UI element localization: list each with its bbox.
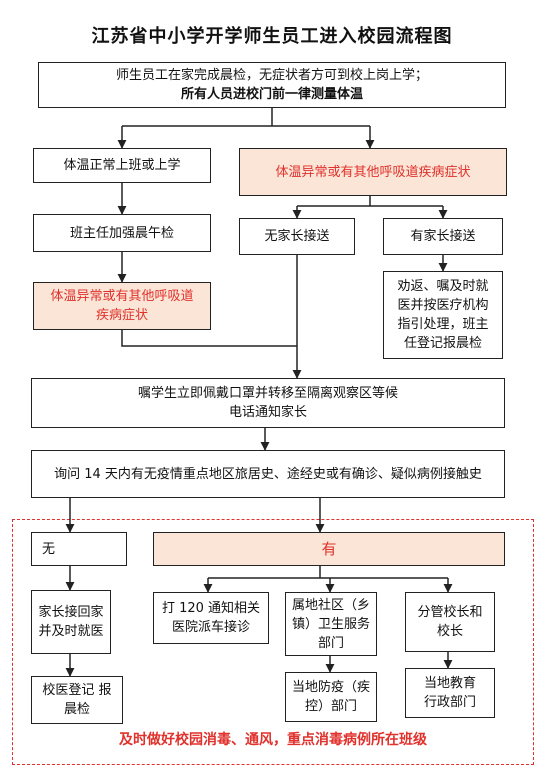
teacher-check-box: 班主任加强晨午检 [33,214,211,252]
has-parent-text: 有家长接送 [410,229,476,244]
has-parent-box: 有家长接送 [383,218,503,255]
teacher-check-text: 班主任加强晨午检 [69,225,174,241]
isolate-line-1: 嘱学生立即佩戴口罩并转移至隔离观察区等候 [137,386,398,401]
abnormal-temp-text: 体温异常或有其他呼吸道疾病症状 [275,164,471,180]
inquiry-text: 询问 14 天内有无疫情重点地区旅居史、途经史或有确诊、疑似病例接触史 [54,466,482,482]
advise-line-2: 医并按医疗机构 [397,298,489,313]
abnormal-temp2-box: 体温异常或有其他呼吸道 疾病症状 [33,282,211,330]
call120-box: 打 120 通知相关 医院派车接诊 [153,592,269,644]
community-line-3: 部门 [317,635,344,651]
advise-box: 劝返、嘱及时就 医并按医疗机构 指引处理，班主 任登记报晨检 [383,271,503,359]
education-dept-box: 当地教育 行政部门 [405,668,495,718]
principal-box: 分管校长和 校长 [405,592,495,652]
call120-line-1: 打 120 通知相关 [161,601,261,616]
principal-line-1: 分管校长和 [417,605,483,620]
education-dept-line-2: 行政部门 [423,695,476,710]
principal-line-2: 校长 [436,624,463,639]
parent-pickup-box: 家长接回家 并及时就医 [31,590,111,654]
isolate-line-2: 电话通知家长 [228,405,307,420]
normal-temp-box: 体温正常上班或上学 [33,148,211,183]
no-parent-box: 无家长接送 [239,218,355,255]
none-box: 无 [31,532,127,566]
dashed-region [12,519,534,765]
isolate-box: 嘱学生立即佩戴口罩并转移至隔离观察区等候 电话通知家长 [31,378,505,428]
footer-note: 及时做好校园消毒、通风，重点消毒病例所在班级 [119,732,427,748]
call120-line-2: 医院派车接诊 [171,620,250,635]
none-text: 无 [42,541,56,557]
parent-pickup-line-1: 家长接回家 [38,605,104,620]
epidemic-dept-line-2: 控）部门 [304,699,357,714]
no-parent-text: 无家长接送 [264,229,330,244]
inquiry-box: 询问 14 天内有无疫情重点地区旅居史、途经史或有确诊、疑似病例接触史 [31,450,505,498]
abnormal-temp-box: 体温异常或有其他呼吸道疾病症状 [239,148,507,196]
start-line-1: 师生员工在家完成晨检，无症状者方可到校上岗上学； [115,68,428,83]
abnormal-temp2-line-2: 疾病症状 [95,308,148,323]
advise-line-4: 任登记报晨检 [403,336,482,351]
parent-pickup-line-2: 并及时就医 [38,624,104,639]
advise-line-1: 劝返、嘱及时就 [397,279,489,294]
community-line-1: 属地社区（乡 [291,597,370,613]
community-box: 属地社区（乡 镇）卫生服务 部门 [285,592,377,656]
abnormal-temp2-line-1: 体温异常或有其他呼吸道 [50,289,194,304]
start-line-2: 所有人员进校门前一律测量体温 [180,87,363,102]
education-dept-line-1: 当地教育 [423,676,476,691]
community-line-2: 镇）卫生服务 [291,616,370,632]
connector-abnormal2-join [121,330,297,347]
yes-text: 有 [321,539,337,558]
epidemic-dept-line-1: 当地防疫（疾 [291,680,370,695]
advise-line-3: 指引处理，班主 [397,317,489,332]
flowchart-title: 江苏省中小学开学师生员工进入校园流程图 [91,26,453,47]
epidemic-dept-box: 当地防疫（疾 控）部门 [285,672,377,722]
school-doctor-box: 校医登记 报 晨检 [31,676,123,724]
school-doctor-line-1: 校医登记 报 [42,683,112,698]
yes-box: 有 [153,532,505,566]
normal-temp-text: 体温正常上班或上学 [63,158,181,173]
start-box: 师生员工在家完成晨检，无症状者方可到校上岗上学； 所有人员进校门前一律测量体温 [38,62,506,108]
school-doctor-line-2: 晨检 [63,702,90,717]
